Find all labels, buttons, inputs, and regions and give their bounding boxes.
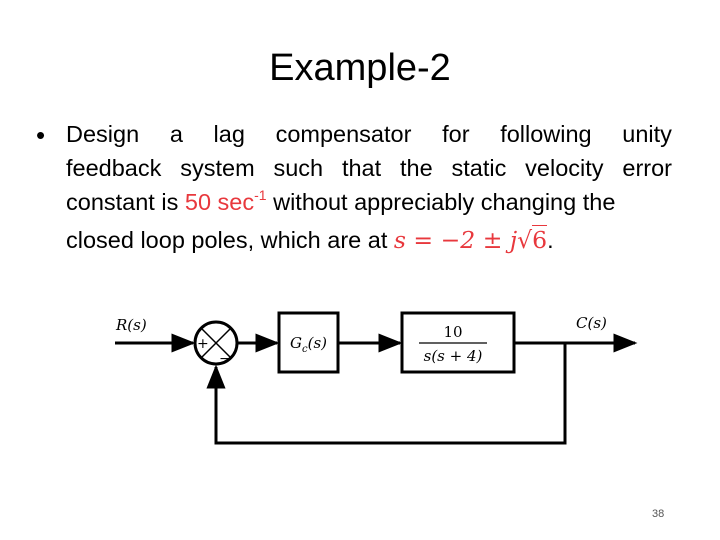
- poles-expression: s = −2 ± j√6: [393, 225, 548, 254]
- input-label: R(s): [115, 316, 147, 334]
- word: static: [451, 155, 507, 181]
- page-number: 38: [652, 508, 665, 520]
- line4-end: .: [547, 227, 554, 253]
- line3-suffix: without appreciably changing the: [266, 189, 616, 215]
- plant-denominator: s(s + 4): [424, 347, 483, 365]
- word: the: [399, 155, 433, 181]
- compensator-label: Gc(s): [290, 334, 327, 355]
- word: error: [622, 155, 672, 181]
- word: such: [273, 155, 324, 181]
- poles-expr: s = −2 ± j: [393, 226, 518, 254]
- sqrt-arg: 6: [532, 225, 548, 254]
- word: following: [500, 121, 592, 147]
- kv-value-text: 50 sec: [184, 189, 255, 215]
- word: unity: [622, 121, 672, 147]
- output-label: C(s): [576, 314, 607, 332]
- word: that: [341, 155, 382, 181]
- kv-exponent: -1: [254, 187, 267, 203]
- text-line-4: closed loop poles, which are at s = −2 ±…: [66, 225, 672, 255]
- word: Design: [66, 121, 140, 147]
- word: feedback: [66, 155, 162, 181]
- text-line-2: feedback system such that the static vel…: [66, 153, 672, 183]
- word: lag: [213, 121, 245, 147]
- line4-prefix: closed loop poles, which are at: [66, 227, 394, 253]
- word: a: [169, 121, 183, 147]
- sqrt-sign: √: [517, 226, 533, 254]
- kv-value: 50 sec-1: [184, 187, 267, 215]
- word: system: [180, 155, 255, 181]
- feedback-path: [206, 343, 567, 445]
- word: velocity: [525, 155, 604, 181]
- sum-cross-b: [200, 327, 232, 359]
- word: compensator: [275, 121, 412, 147]
- text-line-3: constant is 50 sec-1 without appreciably…: [66, 187, 672, 220]
- word: for: [442, 121, 470, 147]
- plant-numerator: 10: [443, 323, 462, 341]
- text-line-1: Design a lag compensator for following u…: [66, 119, 672, 149]
- sum-minus-sign: −: [219, 351, 231, 367]
- bullet-dot: •: [36, 120, 46, 150]
- sum-plus-sign: +: [197, 336, 209, 352]
- slide-title: Example-2: [269, 47, 451, 89]
- line3-prefix: constant is: [66, 189, 185, 215]
